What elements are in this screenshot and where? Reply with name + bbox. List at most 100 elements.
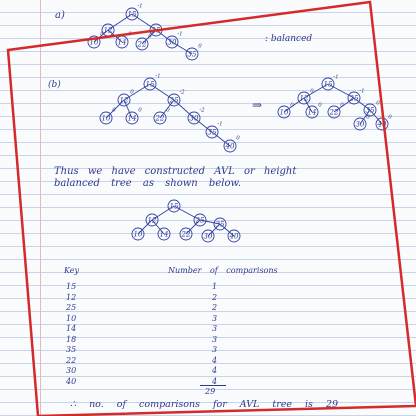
total-underline bbox=[200, 385, 226, 386]
table-comparisons-cell: 3 bbox=[212, 324, 218, 333]
node-key: 30 bbox=[356, 121, 365, 129]
tree-node-15: 15-1 bbox=[321, 75, 339, 91]
table-comparisons-cell: 2 bbox=[212, 292, 218, 302]
tree-node-12: 120 bbox=[297, 89, 314, 105]
tree-node-35: 35 bbox=[213, 217, 227, 231]
node-key: 15 bbox=[128, 11, 137, 19]
balanced-annotation: : balanced bbox=[265, 34, 313, 44]
balance-factor: 0 bbox=[148, 34, 152, 40]
tree-node-10: 100 bbox=[87, 32, 104, 49]
tree-node-35: 35-1 bbox=[205, 122, 223, 139]
tree-node-30: 30 bbox=[201, 229, 215, 243]
margin-line bbox=[40, 0, 41, 416]
node-key: 30 bbox=[204, 233, 213, 241]
tree-node-12: 12 bbox=[101, 23, 115, 37]
balance-factor: 0 bbox=[340, 103, 344, 109]
node-key: 22 bbox=[181, 231, 191, 239]
node-key: 14 bbox=[118, 39, 127, 47]
table-key-cell: 12 bbox=[66, 292, 77, 302]
balance-factor: -1 bbox=[217, 122, 222, 128]
node-key: 40 bbox=[225, 143, 235, 151]
balance-factor: -1 bbox=[333, 75, 338, 81]
balance-factor: -1 bbox=[177, 32, 182, 38]
tree-node-15: 15-1 bbox=[143, 74, 161, 91]
node-key: 22 bbox=[155, 115, 165, 123]
table-key-cell: 30 bbox=[66, 366, 77, 375]
balance-factor: -1 bbox=[155, 74, 160, 80]
balance-factor: 0 bbox=[388, 115, 392, 121]
tree-node-22: 220 bbox=[327, 103, 344, 119]
node-key: 40 bbox=[377, 121, 387, 129]
tree-node-40: 400 bbox=[375, 115, 392, 131]
balance-factor: 0 bbox=[198, 44, 202, 50]
table-key-cell: 40 bbox=[66, 376, 77, 386]
table-comparisons-cell: 4 bbox=[212, 355, 218, 365]
node-key: 25 bbox=[151, 27, 161, 35]
part-b-label: (b) bbox=[48, 80, 61, 90]
balance-factor: 0 bbox=[318, 103, 322, 109]
tree-node-14: 140 bbox=[115, 32, 132, 49]
node-key: 25 bbox=[169, 97, 179, 105]
tree-node-15: 15-1 bbox=[125, 4, 143, 21]
table-comparisons-cell: 3 bbox=[212, 313, 218, 323]
tree-node-15: 15 bbox=[167, 199, 181, 213]
tree-node-12: 12 bbox=[145, 213, 159, 227]
balance-factor: 0 bbox=[366, 115, 370, 121]
node-key: 10 bbox=[90, 39, 99, 47]
node-key: 25 bbox=[195, 217, 205, 225]
tree-node-22: 220 bbox=[153, 108, 170, 125]
node-key: 12 bbox=[120, 97, 129, 105]
tree-node-25: 25 bbox=[149, 23, 163, 37]
table-key-cell: 10 bbox=[66, 313, 77, 323]
table-key-cell: 35 bbox=[66, 345, 77, 354]
tree-node-30: 30-1 bbox=[165, 32, 183, 49]
node-key: 15 bbox=[170, 203, 179, 211]
tree-node-30: 300 bbox=[353, 115, 370, 131]
node-key: 10 bbox=[134, 231, 143, 239]
node-key: 25 bbox=[349, 95, 359, 103]
balance-factor: 0 bbox=[310, 89, 314, 95]
balance-factor: 0 bbox=[166, 108, 170, 114]
tree-node-14: 140 bbox=[305, 103, 322, 119]
table-comparisons-cell: 3 bbox=[212, 334, 218, 344]
node-key: 12 bbox=[300, 95, 309, 103]
balance-factor: 0 bbox=[130, 90, 134, 96]
tree-node-10: 10 bbox=[131, 227, 145, 241]
node-key: 12 bbox=[148, 217, 157, 225]
node-key: 14 bbox=[308, 109, 317, 117]
node-key: 15 bbox=[324, 81, 333, 89]
table-key-cell: 14 bbox=[66, 324, 77, 333]
node-key: 35 bbox=[208, 129, 217, 137]
table-header-key: Key bbox=[64, 266, 80, 275]
tree-node-35: 350 bbox=[185, 44, 202, 61]
table-header-comparisons: Number of comparisons bbox=[168, 266, 278, 275]
balance-factor: 0 bbox=[112, 108, 116, 114]
balance-factor: 0 bbox=[138, 108, 142, 114]
node-key: 35 bbox=[366, 107, 375, 115]
balance-factor: 0 bbox=[128, 32, 132, 38]
tree-node-22: 22 bbox=[179, 227, 193, 241]
node-key: 30 bbox=[190, 115, 199, 123]
balance-factor: -1 bbox=[359, 89, 364, 95]
balance-factor: 0 bbox=[100, 32, 104, 38]
tree-node-12: 120 bbox=[117, 90, 134, 107]
total-comparisons: 29 bbox=[205, 387, 216, 396]
table-key-cell: 25 bbox=[66, 303, 77, 312]
node-key: 12 bbox=[104, 27, 113, 35]
tree-node-10: 100 bbox=[277, 103, 294, 119]
table-comparisons-cell: 4 bbox=[212, 366, 218, 375]
balance-factor: 0 bbox=[376, 101, 380, 107]
node-key: 14 bbox=[128, 115, 137, 123]
tree-node-22: 220 bbox=[135, 34, 152, 51]
summary-line-2: balanced tree as shown below. bbox=[54, 178, 242, 189]
rotation-arrow: ⇒ bbox=[252, 98, 263, 112]
table-comparisons-cell: 1 bbox=[212, 282, 218, 291]
balance-factor: 0 bbox=[290, 103, 294, 109]
conclusion-text: ∴ no. of comparisons for AVL tree is 29 bbox=[70, 399, 339, 410]
table-comparisons-cell: 3 bbox=[212, 345, 218, 354]
